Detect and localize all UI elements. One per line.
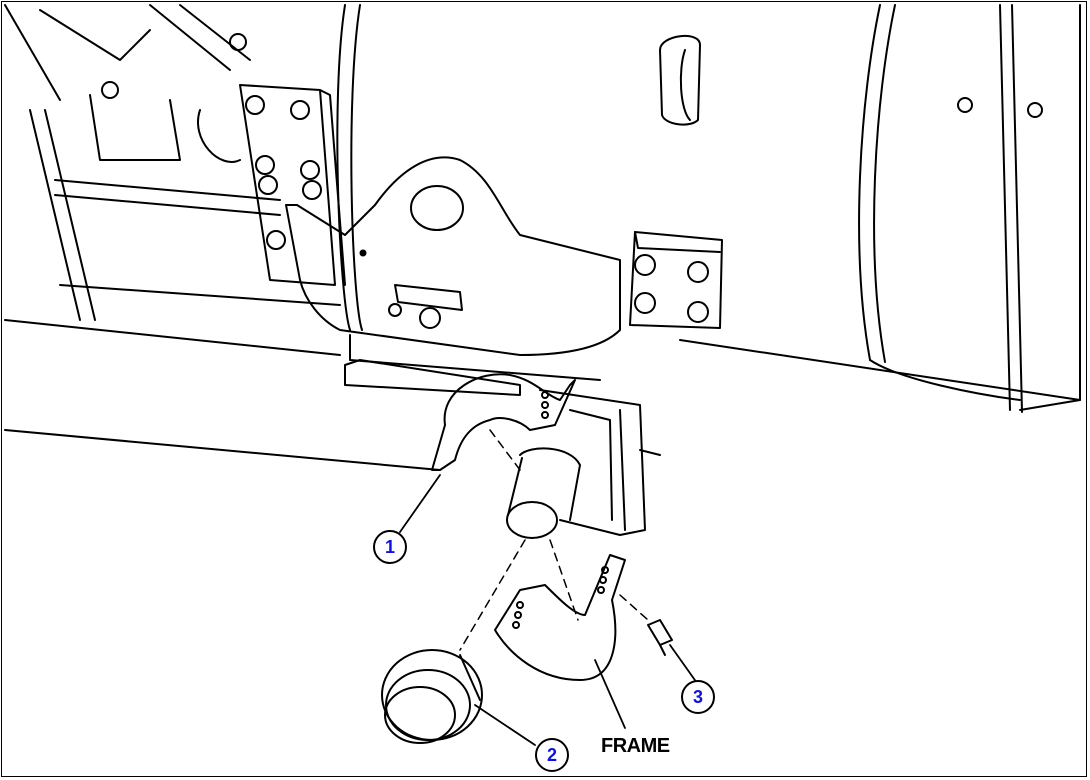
callout-1: 1 xyxy=(373,530,407,564)
part-3-bolt xyxy=(647,619,673,656)
assembly-lines xyxy=(459,429,649,651)
part-2-rubber-mount xyxy=(381,649,483,744)
callout-2: 2 xyxy=(535,738,569,772)
callout-number: 1 xyxy=(384,536,395,557)
callout-number: 3 xyxy=(692,686,703,707)
part-1-upper-clamp xyxy=(431,373,576,471)
callout-number: 2 xyxy=(546,744,557,765)
mount-pad xyxy=(539,389,646,536)
bushing-cylinder xyxy=(506,447,581,539)
callout-3: 3 xyxy=(681,680,715,714)
leader-lines xyxy=(399,474,698,746)
right-mount-plate xyxy=(629,231,723,329)
left-mount-plate xyxy=(239,84,346,286)
lower-clamp xyxy=(494,554,626,681)
machine-body xyxy=(4,4,1081,471)
main-bracket xyxy=(285,156,621,396)
frame-label: FRAME xyxy=(601,735,670,757)
